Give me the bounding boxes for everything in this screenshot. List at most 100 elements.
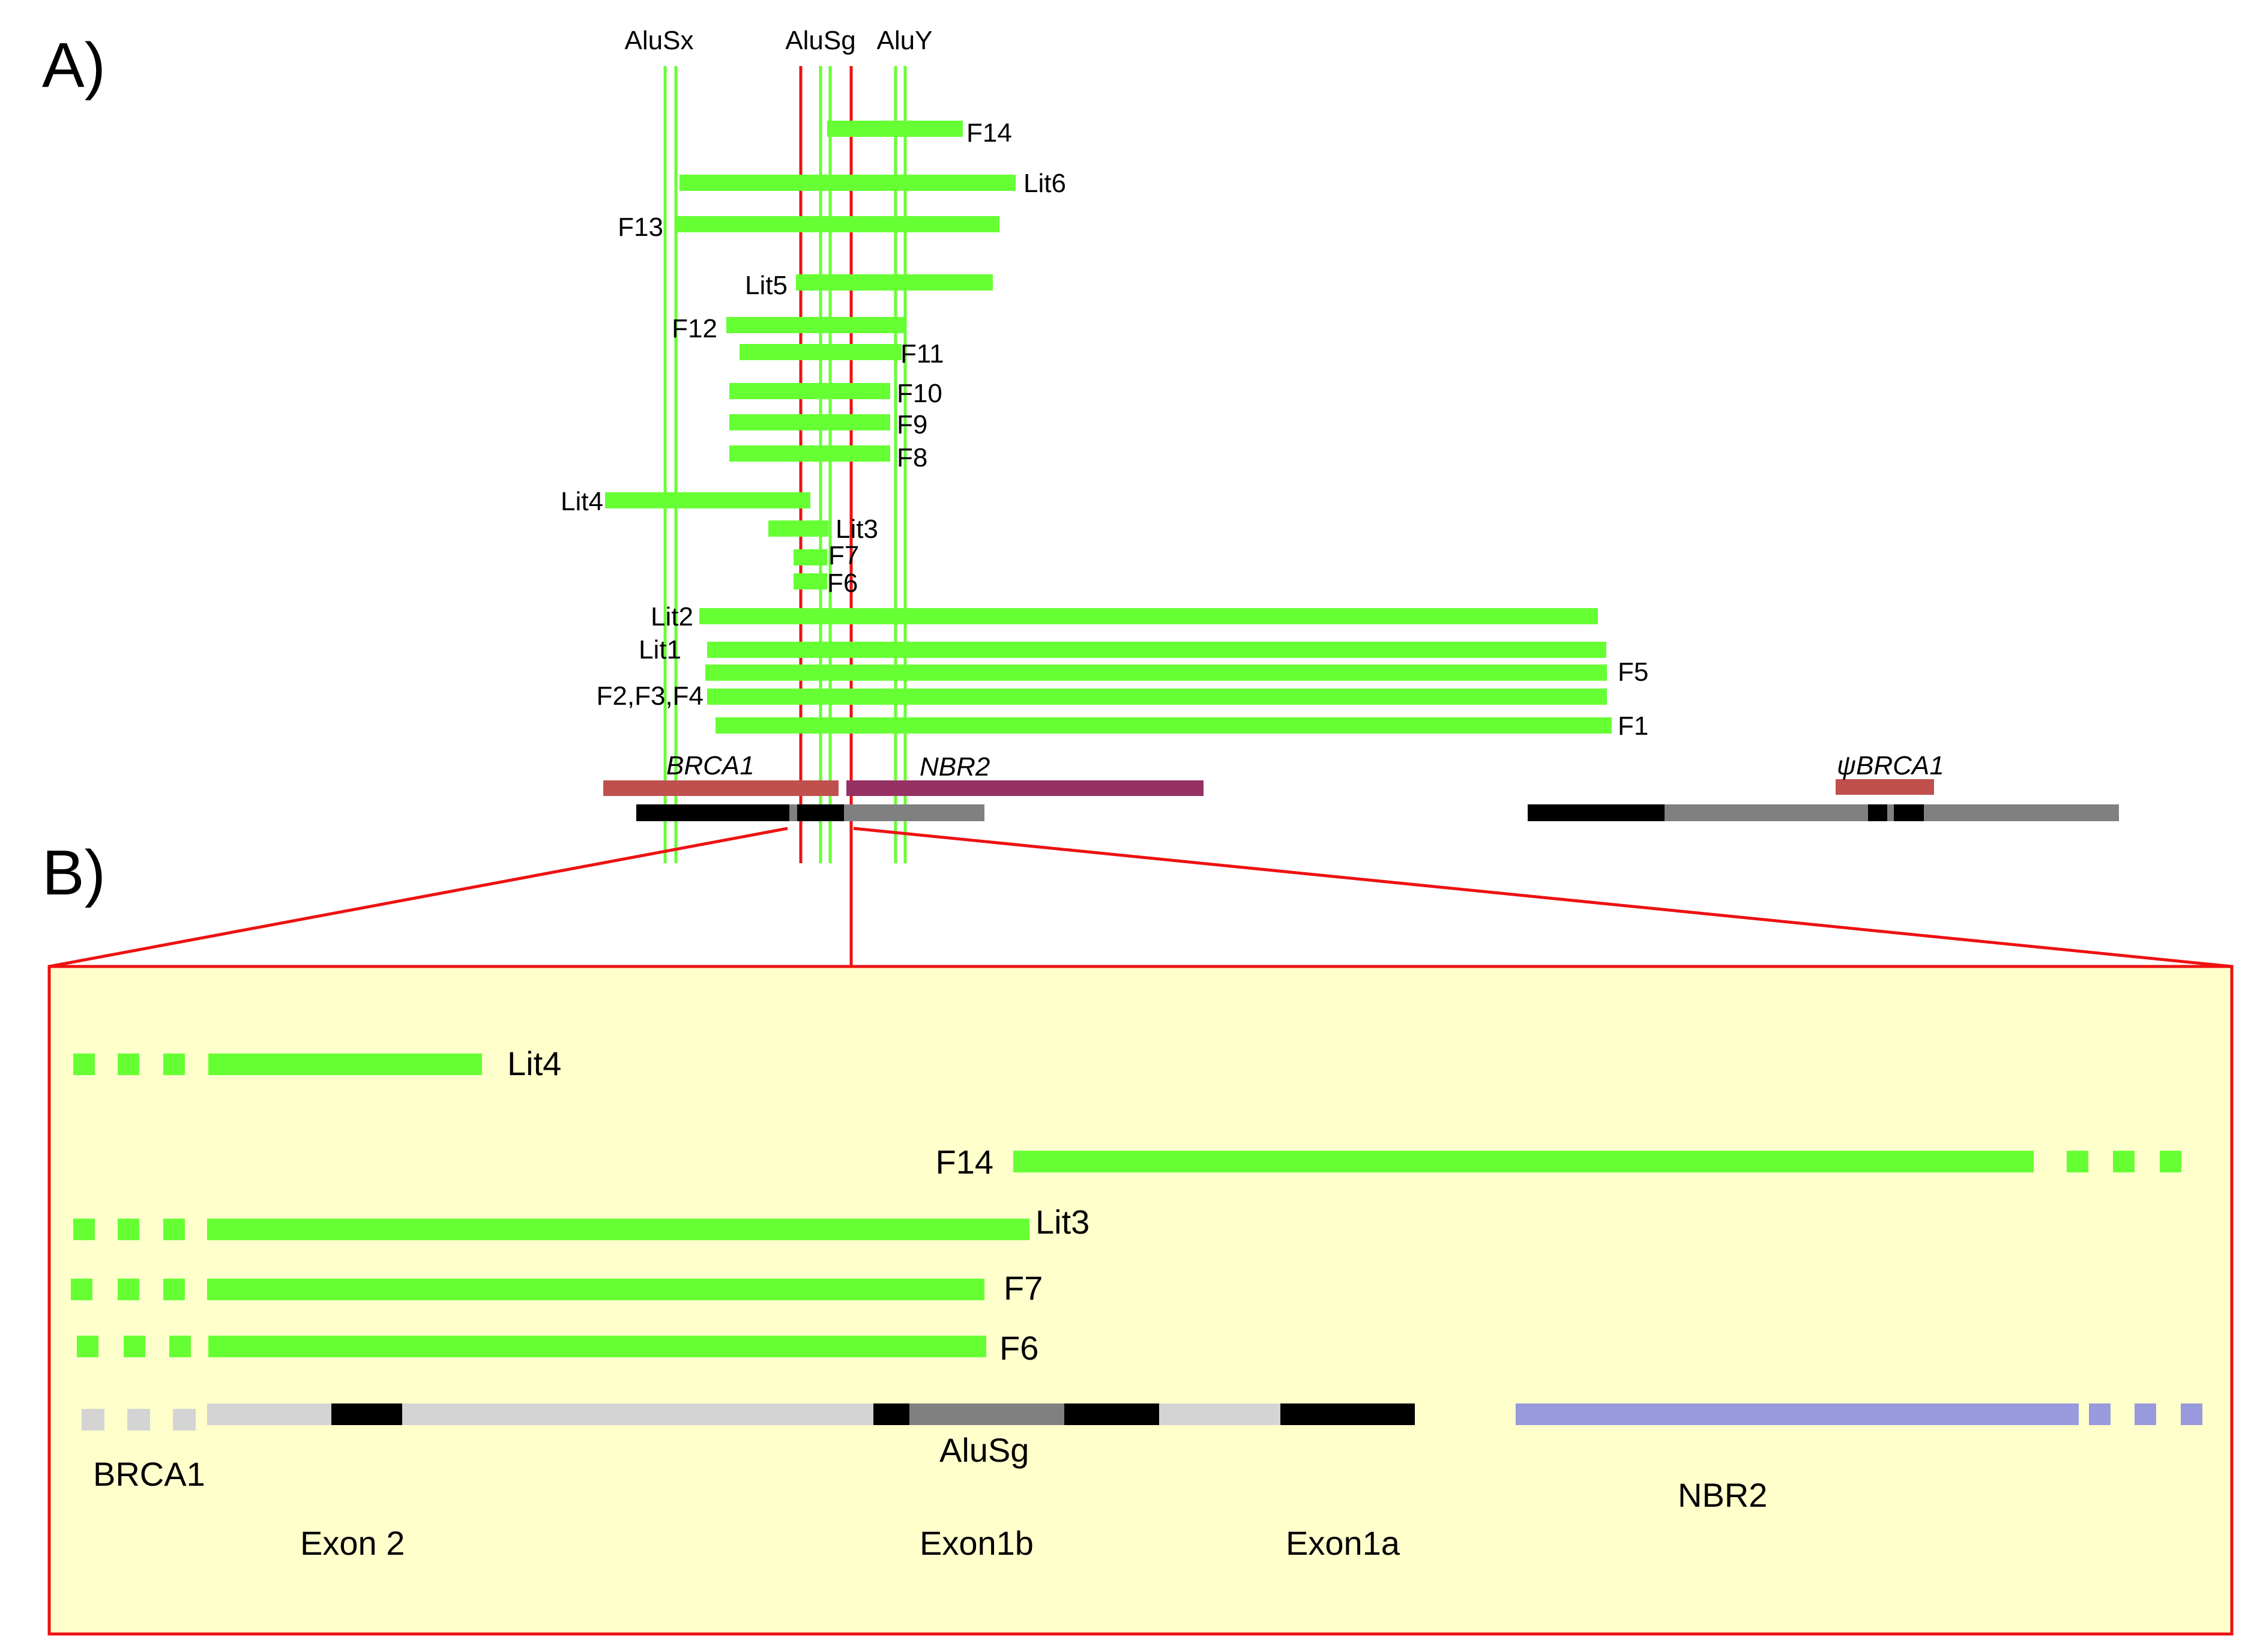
- nbr2-dash: [2089, 1403, 2111, 1425]
- intron-segment: [207, 1403, 1415, 1425]
- gene-annotations-a: BRCA1 NBR2 ψBRCA1: [603, 751, 1944, 796]
- inset-deletion-label-lit3: Lit3: [1035, 1203, 1089, 1241]
- deletion-bar-lit1: [707, 642, 1606, 658]
- exon1b-block: [1064, 1403, 1159, 1425]
- deletion-bar-f13: [675, 216, 999, 232]
- dash-segment: [169, 1336, 191, 1357]
- exon2-label: Exon 2: [300, 1524, 405, 1562]
- dash-segment: [163, 1219, 185, 1240]
- psi-track-exon: [1894, 804, 1924, 821]
- psi-track-exon: [1868, 804, 1887, 821]
- deletion-label-f1: F1: [1618, 711, 1648, 741]
- alusg-label: AluSg: [785, 26, 855, 55]
- alu-markers: [663, 66, 907, 863]
- dash-segment: [124, 1336, 145, 1357]
- brca1-gene-bar: [603, 780, 839, 796]
- alusg-block: [909, 1403, 1064, 1425]
- brca1-dash: [82, 1409, 104, 1430]
- dash-segment: [2067, 1151, 2088, 1172]
- deletion-bar-lit3: [768, 520, 828, 537]
- nbr2-gene-label: NBR2: [920, 752, 990, 782]
- nbr2-dash: [2135, 1403, 2156, 1425]
- deletion-bar-f11: [740, 344, 902, 360]
- nbr2-label: NBR2: [1678, 1476, 1767, 1514]
- dash-segment: [2160, 1151, 2181, 1172]
- deletion-label-f11: F11: [900, 339, 944, 369]
- psi-brca1-gene-bar: [1836, 779, 1934, 795]
- inset-deletion-label-lit4: Lit4: [507, 1045, 561, 1082]
- alusg-label: AluSg: [939, 1431, 1029, 1469]
- deletion-label-lit2: Lit2: [651, 602, 693, 632]
- deletion-label-f6: F6: [827, 568, 858, 598]
- deletion-bar-f8: [729, 445, 890, 462]
- track-labels-b: BRCA1 AluSg NBR2 Exon 2 Exon1b Exon1a: [93, 1431, 1767, 1562]
- brca1-gene-label: BRCA1: [666, 751, 755, 780]
- deletion-label-f2-f3-f4: F2,F3,F4: [597, 681, 704, 711]
- psi-track-exon: [1528, 804, 1665, 821]
- deletion-bar-f2-f3-f4: [707, 689, 1607, 705]
- nbr2-bar: [1516, 1403, 2079, 1425]
- deletion-bar-lit2: [699, 608, 1598, 624]
- inset-deletion-label-f6: F6: [999, 1329, 1038, 1367]
- deletion-label-f12: F12: [672, 314, 717, 343]
- inset-deletion-bar-lit4: [208, 1054, 482, 1075]
- exon1b-block: [873, 1403, 909, 1425]
- dash-segment: [77, 1336, 98, 1357]
- panel-b-label: B): [42, 837, 106, 908]
- nbr2-gene-bar: [846, 780, 1204, 796]
- deletion-bar-f12: [726, 317, 906, 333]
- dash-segment: [71, 1279, 92, 1300]
- zoom-line-right: [853, 827, 2232, 968]
- exon1b-label: Exon1b: [920, 1524, 1034, 1562]
- alusx-label: AluSx: [625, 26, 694, 55]
- brca1-label: BRCA1: [93, 1455, 205, 1493]
- nbr2-dash: [2181, 1403, 2202, 1425]
- inset-deletion-bar-f14: [1013, 1151, 2034, 1172]
- zoom-connector: [49, 827, 2232, 968]
- deletion-label-lit4: Lit4: [561, 487, 603, 516]
- deletion-bars-a: [605, 121, 1612, 734]
- exon2-block: [331, 1403, 402, 1425]
- genomic-track-a: [636, 804, 2119, 821]
- deletion-bar-f6: [794, 573, 827, 589]
- deletion-bar-f14: [827, 121, 963, 137]
- brca1-dash: [173, 1409, 196, 1430]
- deletion-label-lit1: Lit1: [639, 635, 681, 665]
- deletion-bar-f10: [729, 383, 890, 399]
- panel-a-label: A): [42, 30, 106, 101]
- deletion-label-f14: F14: [966, 118, 1012, 148]
- deletion-bar-lit4: [605, 492, 810, 508]
- deletion-label-f9: F9: [897, 410, 927, 439]
- deletion-bar-f7: [794, 549, 827, 565]
- zoom-line-left: [49, 827, 788, 968]
- deletion-bar-lit6: [680, 175, 1016, 191]
- dash-segment: [163, 1054, 185, 1075]
- dash-segment: [73, 1054, 95, 1075]
- dash-segment: [163, 1279, 185, 1300]
- deletion-label-f5: F5: [1618, 657, 1648, 687]
- exon1a-label: Exon1a: [1286, 1524, 1400, 1562]
- inset-deletion-bar-lit3: [207, 1219, 1029, 1240]
- deletion-label-f10: F10: [897, 379, 942, 408]
- psi-brca1-gene-label: ψBRCA1: [1837, 751, 1944, 780]
- exon1a-block: [1280, 1403, 1415, 1425]
- aluy-label: AluY: [877, 26, 933, 55]
- deletion-bar-f1: [716, 717, 1612, 734]
- inset-deletion-bar-f6: [208, 1336, 986, 1357]
- deletion-labels-a: F14 Lit6 F13 Lit5 F12 F11 F10 F9 F8 Lit4…: [561, 118, 1648, 741]
- deletion-label-f13: F13: [618, 213, 663, 242]
- exon-block: [797, 804, 844, 821]
- deletion-label-f8: F8: [897, 443, 927, 472]
- dash-segment: [2113, 1151, 2135, 1172]
- deletion-label-lit5: Lit5: [745, 271, 788, 300]
- deletion-labels-b: Lit4 F14 Lit3 F7 F6: [507, 1045, 1089, 1367]
- brca1-dash: [127, 1409, 150, 1430]
- inset-deletion-label-f7: F7: [1004, 1269, 1043, 1307]
- deletion-bar-f5: [705, 665, 1607, 681]
- deletion-label-lit3: Lit3: [836, 514, 878, 544]
- deletion-bars-b: [71, 1054, 2181, 1357]
- dash-segment: [118, 1054, 139, 1075]
- genomic-track-b: [82, 1403, 2202, 1430]
- deletion-bar-lit5: [796, 274, 993, 291]
